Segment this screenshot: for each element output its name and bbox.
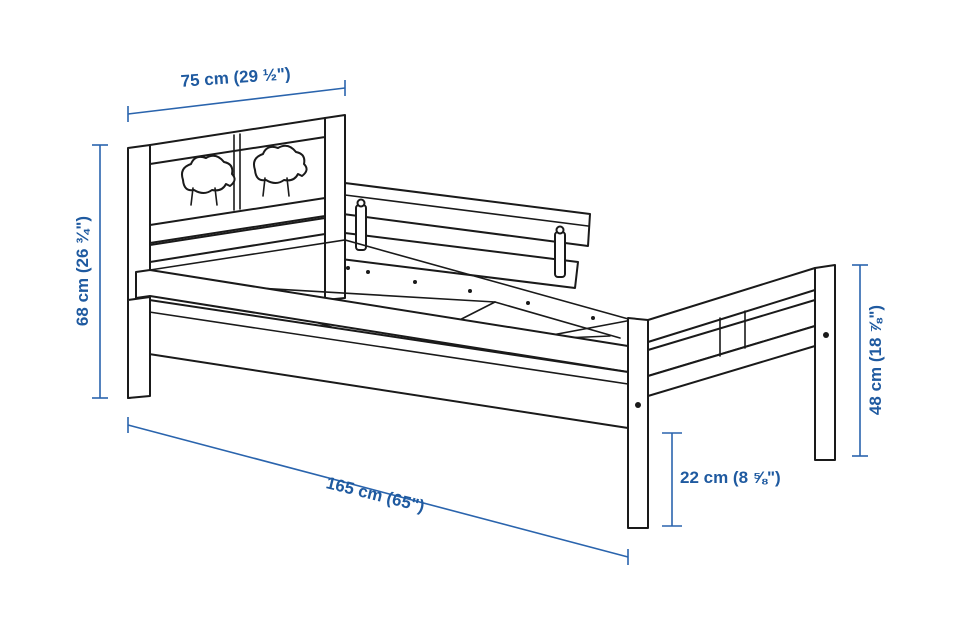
- side-rail: [135, 269, 629, 429]
- head-leg: [127, 296, 151, 399]
- headboard-height-label: 68 cm (26 ¾"): [73, 216, 92, 326]
- dimension-footboard-height: 48 cm (18 ⅞"): [852, 264, 885, 457]
- dimension-headboard-height: 68 cm (26 ¾"): [73, 144, 108, 399]
- bed-illustration: [127, 114, 836, 529]
- length-label: 165 cm (65"): [324, 473, 426, 516]
- footboard: [627, 264, 836, 529]
- guard-rail: [332, 182, 591, 289]
- clearance-label: 22 cm (8 ⅝"): [680, 468, 781, 487]
- sheep-silhouette-icon: [181, 144, 308, 206]
- dimension-length: 165 cm (65"): [127, 417, 629, 565]
- footboard-height-label: 48 cm (18 ⅞"): [866, 305, 885, 415]
- dimension-clearance: 22 cm (8 ⅝"): [662, 432, 781, 527]
- dimension-width: 75 cm (29 ½"): [127, 64, 346, 122]
- width-label: 75 cm (29 ½"): [180, 64, 291, 91]
